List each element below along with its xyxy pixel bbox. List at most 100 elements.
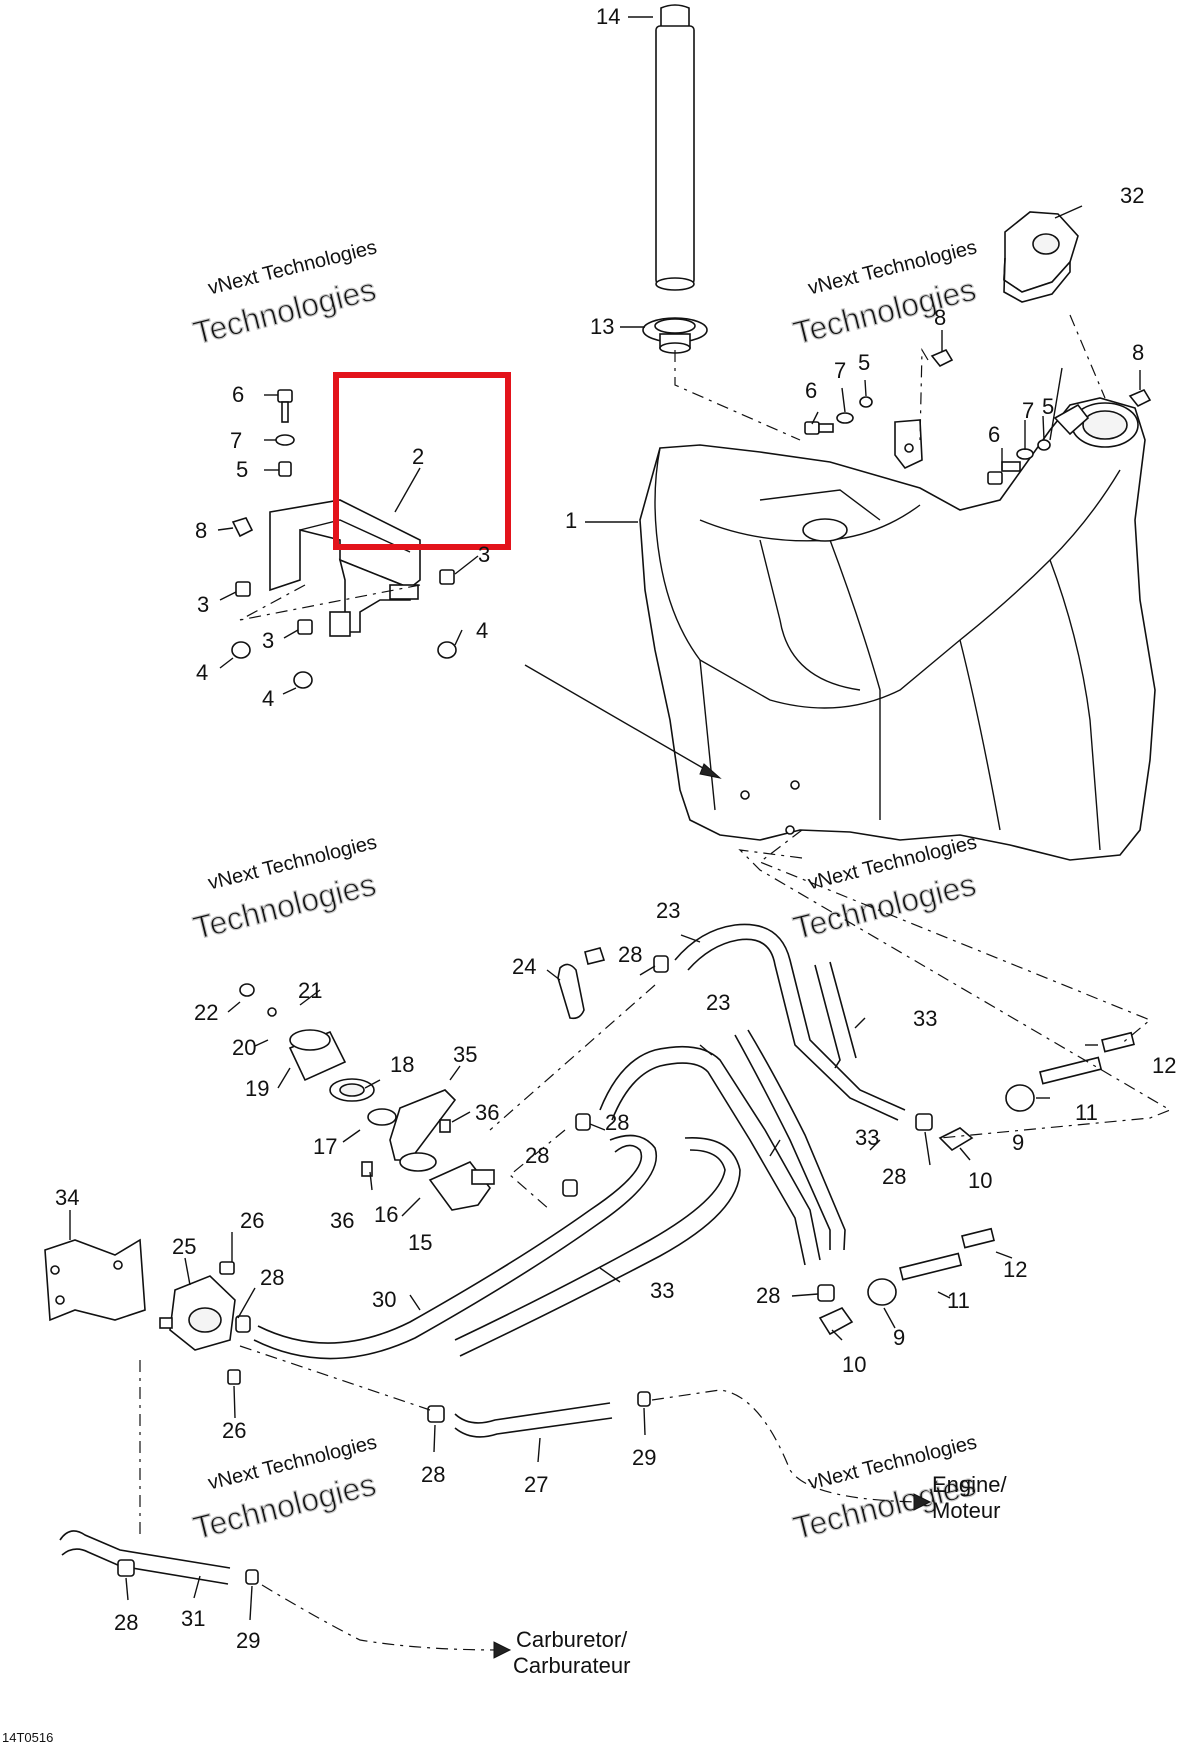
vent-hose-return[interactable] xyxy=(454,1137,741,1357)
callout-number: 28 xyxy=(114,1610,138,1635)
callout-number: 7 xyxy=(834,358,846,383)
callout-number: 28 xyxy=(882,1164,906,1189)
tank-bracket[interactable] xyxy=(269,499,421,637)
callout-number: 25 xyxy=(172,1234,196,1259)
callout-labels: 14 32 13 8 7 5 6 8 7 5 6 1 2 6 7 5 8 3 3… xyxy=(55,4,1176,1653)
callout-number: 5 xyxy=(858,350,870,375)
filler-neck-grommet[interactable] xyxy=(642,317,708,354)
fittings-upper[interactable] xyxy=(938,1031,1135,1152)
watermark-group: vNext Technologies Technologies vNext Te… xyxy=(189,236,980,1546)
callout-number: 9 xyxy=(893,1325,905,1350)
callout-number: 7 xyxy=(1022,398,1034,423)
highlighted-callout-number: 2 xyxy=(412,444,424,469)
callout-number: 33 xyxy=(650,1278,674,1303)
callout-number: 3 xyxy=(197,592,209,617)
callout-number: 26 xyxy=(240,1208,264,1233)
fuel-tank[interactable] xyxy=(639,397,1156,861)
carburetor-label-french: Carburateur xyxy=(513,1653,630,1678)
callout-number: 32 xyxy=(1120,183,1144,208)
callout-number: 23 xyxy=(656,898,680,923)
callout-number: 35 xyxy=(453,1042,477,1067)
callout-number: 21 xyxy=(298,978,322,1003)
callout-number: 5 xyxy=(1042,394,1054,419)
callout-number: 34 xyxy=(55,1185,79,1210)
callout-number: 28 xyxy=(525,1143,549,1168)
callout-number: 10 xyxy=(968,1168,992,1193)
callout-number: 28 xyxy=(618,942,642,967)
direction-arrows xyxy=(493,664,932,1659)
carburetor-label: Carburetor/ xyxy=(516,1627,628,1652)
callout-number: 3 xyxy=(478,542,490,567)
callout-number: 11 xyxy=(1075,1100,1098,1125)
callout-number: 6 xyxy=(805,378,817,403)
callout-number: 26 xyxy=(222,1418,246,1443)
dashed-lines xyxy=(139,314,1172,1651)
tank-mount-hardware-right[interactable] xyxy=(987,388,1152,485)
fittings-lower[interactable] xyxy=(818,1227,995,1336)
fuel-hose-31[interactable] xyxy=(59,1530,231,1585)
callout-number: 28 xyxy=(260,1265,284,1290)
callout-number: 20 xyxy=(232,1035,256,1060)
engine-label: Engine/ xyxy=(932,1472,1008,1497)
callout-number: 4 xyxy=(262,686,274,711)
callout-number: 28 xyxy=(605,1110,629,1135)
callout-number: 24 xyxy=(512,954,536,979)
callout-number: 16 xyxy=(374,1202,398,1227)
callout-number: 11 xyxy=(947,1288,970,1313)
diagram-code: 14T0516 xyxy=(2,1730,53,1745)
engine-label-french: Moteur xyxy=(932,1498,1000,1523)
callout-number: 29 xyxy=(632,1445,656,1470)
bracket-hardware[interactable] xyxy=(231,389,457,689)
callout-number: 19 xyxy=(245,1076,269,1101)
callout-number: 17 xyxy=(313,1134,337,1159)
highlight-box xyxy=(333,372,511,550)
fuel-hose-middle[interactable] xyxy=(599,1045,821,1266)
callout-number: 8 xyxy=(195,518,207,543)
callout-number: 15 xyxy=(408,1230,432,1255)
fuel-hose-30[interactable] xyxy=(253,1134,657,1360)
callout-number: 4 xyxy=(476,618,488,643)
callout-number: 10 xyxy=(842,1352,866,1377)
callout-number: 28 xyxy=(756,1283,780,1308)
fuel-hose-27[interactable] xyxy=(454,1402,613,1438)
vent-hose-33[interactable] xyxy=(734,961,857,1251)
leader-lines xyxy=(69,16,1141,1621)
callout-number: 1 xyxy=(565,508,577,533)
callout-number: 18 xyxy=(390,1052,414,1077)
callout-number: 7 xyxy=(230,428,242,453)
callout-number: 5 xyxy=(236,457,248,482)
destination-labels: Engine/ Moteur Carburetor/ Carburateur xyxy=(513,1472,1008,1678)
damper-grommet[interactable] xyxy=(239,983,347,1082)
callout-number: 6 xyxy=(988,422,1000,447)
callout-number: 9 xyxy=(1012,1130,1024,1155)
callout-number: 3 xyxy=(262,628,274,653)
callout-number: 8 xyxy=(1132,340,1144,365)
callout-number: 28 xyxy=(421,1462,445,1487)
callout-number: 14 xyxy=(596,4,620,29)
callout-number: 6 xyxy=(232,382,244,407)
callout-number: 33 xyxy=(855,1125,879,1150)
hose-clip[interactable] xyxy=(557,947,606,1020)
tank-mount-hardware-left[interactable] xyxy=(804,348,954,435)
callout-number: 36 xyxy=(330,1208,354,1233)
callout-number: 33 xyxy=(913,1006,937,1031)
callout-number: 36 xyxy=(475,1100,499,1125)
callout-number: 23 xyxy=(706,990,730,1015)
callout-number: 27 xyxy=(524,1472,548,1497)
fuel-hose-upper[interactable] xyxy=(674,923,906,1121)
fuel-valve-assembly[interactable] xyxy=(329,1078,495,1211)
callout-number: 12 xyxy=(1152,1053,1176,1078)
callout-number: 30 xyxy=(372,1287,396,1312)
fuel-pump[interactable] xyxy=(159,1261,241,1385)
filler-neck-tube[interactable] xyxy=(655,4,695,291)
callout-number: 13 xyxy=(590,314,614,339)
callout-number: 29 xyxy=(236,1628,260,1653)
callout-number: 4 xyxy=(196,660,208,685)
hose-clamps[interactable] xyxy=(117,955,933,1585)
callout-number: 31 xyxy=(181,1606,205,1631)
callout-number: 8 xyxy=(934,305,946,330)
fuel-cap[interactable] xyxy=(1003,211,1079,303)
mounting-bracket[interactable] xyxy=(44,1238,146,1322)
